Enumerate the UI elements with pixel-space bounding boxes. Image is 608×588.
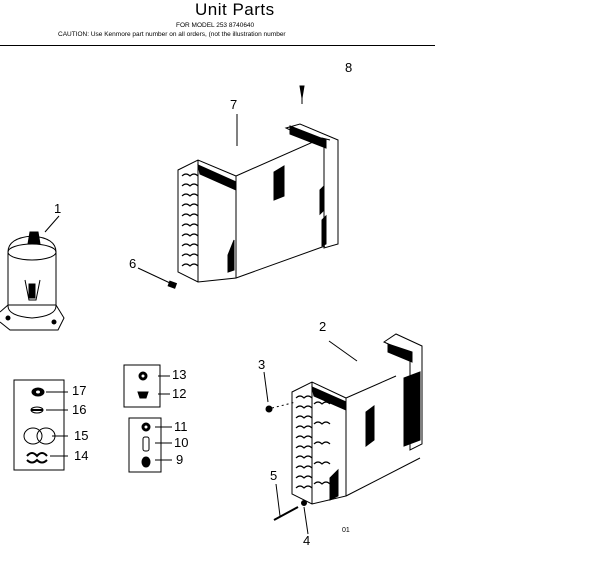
callout-13: 13 xyxy=(172,367,187,382)
screw-part-6 xyxy=(167,280,178,289)
small-parts-panel-middle-lower xyxy=(128,417,162,473)
callout-9: 9 xyxy=(176,452,184,467)
callout-15: 15 xyxy=(74,428,89,443)
screw-part-5 xyxy=(273,500,307,521)
compressor-part xyxy=(0,231,65,331)
small-parts-panel-middle-upper xyxy=(123,364,161,408)
model-number-line: FOR MODEL 253 8740640 xyxy=(176,22,255,29)
callout-17: 17 xyxy=(72,383,87,398)
callout-7: 7 xyxy=(230,97,238,112)
mounting-bracket-lower xyxy=(382,333,423,451)
callout-3: 3 xyxy=(258,357,266,372)
callout-16: 16 xyxy=(72,402,87,417)
figure-code: 01 xyxy=(342,527,350,534)
callout-11: 11 xyxy=(174,419,188,434)
caution-note: CAUTION: Use Kenmore part number on all … xyxy=(58,31,286,38)
callout-2: 2 xyxy=(319,319,327,334)
callout-6: 6 xyxy=(129,256,137,271)
mounting-bracket-upper xyxy=(284,85,339,249)
callout-8: 8 xyxy=(345,60,353,75)
leader-lines xyxy=(44,114,358,535)
evaporator-coil-lower xyxy=(291,375,421,505)
callout-12: 12 xyxy=(172,386,187,401)
page-title: Unit Parts xyxy=(195,0,275,19)
condenser-coil-upper xyxy=(177,137,331,283)
callout-5: 5 xyxy=(270,468,278,483)
small-parts-panel-left xyxy=(13,379,65,471)
header-rule xyxy=(0,45,435,46)
callout-4: 4 xyxy=(303,533,311,548)
screw-part-3 xyxy=(265,401,297,413)
callout-1: 1 xyxy=(54,201,62,216)
callout-14: 14 xyxy=(74,448,89,463)
callout-10: 10 xyxy=(174,435,189,450)
